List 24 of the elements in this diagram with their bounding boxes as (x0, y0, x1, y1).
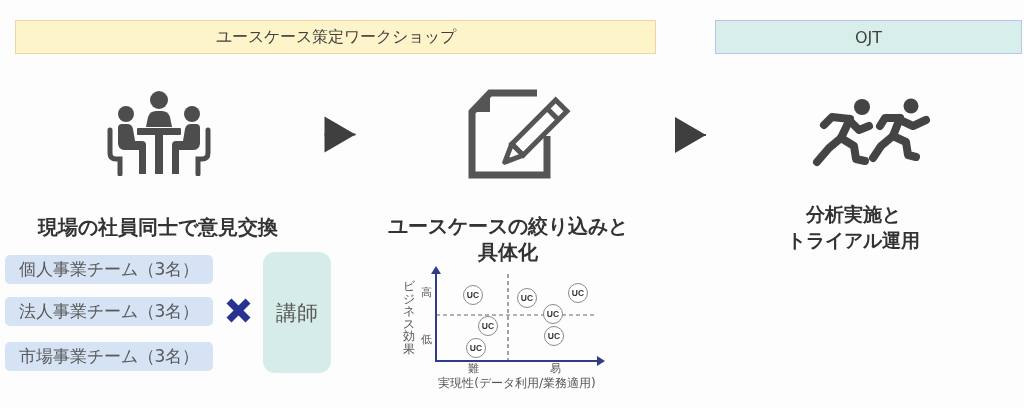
axis-title: 実現性(データ利用/業務適用) (437, 377, 597, 389)
axis-tick-label: 易 (550, 363, 561, 374)
step-caption: 現場の社員同士で意見交換 (36, 214, 279, 240)
axis-tick-label: 難 (468, 363, 479, 374)
use-case-circle: UC (466, 338, 486, 358)
phase-banner: OJT (715, 20, 1022, 54)
use-case-circle: UC (478, 316, 498, 336)
use-case-circle: UC (544, 326, 564, 346)
axis-tick-label: 低 (421, 334, 432, 345)
meeting-icon (105, 90, 213, 176)
use-case-circle: UC (517, 288, 537, 308)
use-case-circle: UC (568, 283, 588, 303)
use-case-circle: UC (543, 304, 563, 324)
instructor-box: 講師 (263, 252, 331, 373)
axis-tick-label: 高 (421, 287, 432, 298)
phase-banner: ユースケース策定ワークショップ (15, 20, 656, 54)
team-box: 市場事業チーム（3名） (5, 342, 213, 371)
team-box: 法人事業チーム（3名） (5, 297, 213, 326)
team-box: 個人事業チーム（3名） (5, 255, 213, 284)
step-caption: ユースケースの絞り込みと具体化 (387, 213, 629, 265)
axis-title: ビジネス効果 (402, 280, 415, 356)
document-pencil-icon (467, 88, 571, 180)
use-case-circle: UC (463, 285, 483, 305)
step-caption: 分析実施とトライアル運用 (785, 202, 921, 253)
